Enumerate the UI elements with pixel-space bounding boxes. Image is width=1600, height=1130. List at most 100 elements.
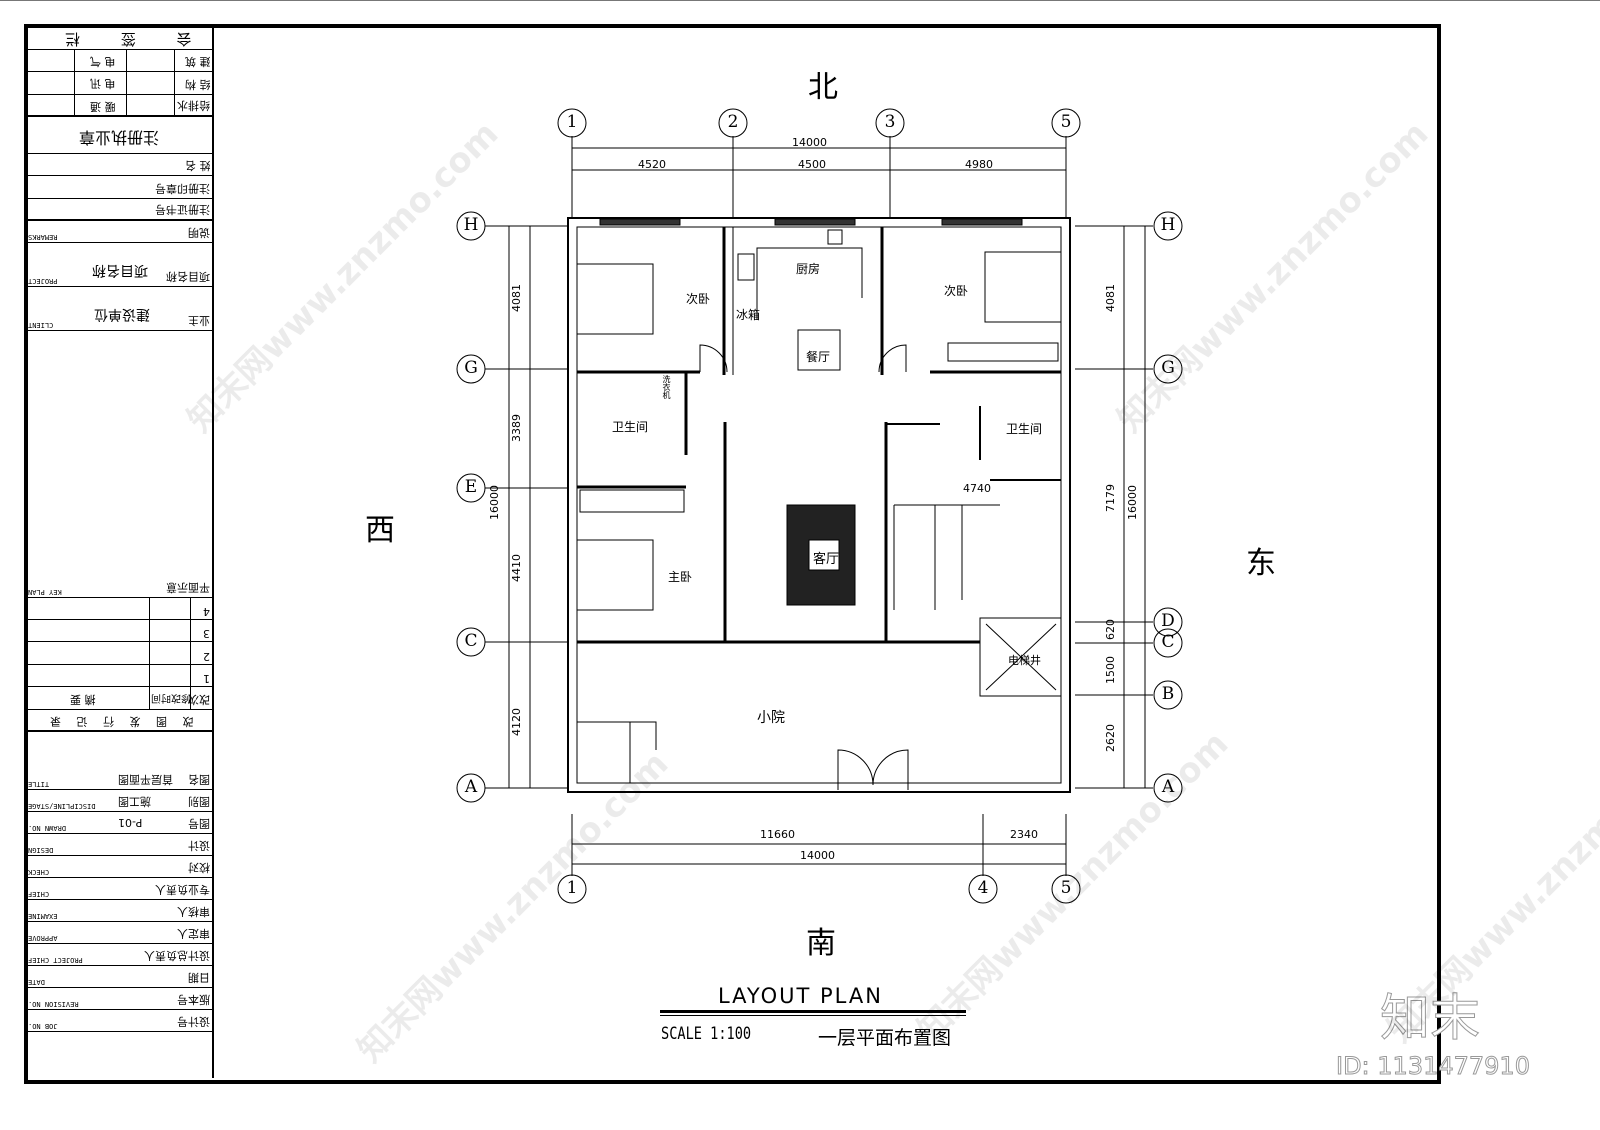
axis-label: C [464,631,478,651]
room-courtyard: 小院 [757,710,785,726]
remarks-row: 说明 REMARKS [26,221,212,243]
dim-right-seg: 620 [1104,619,1117,640]
title-underline [660,1010,966,1013]
client-label: 业主 [188,314,210,327]
info-label: 审定人 [177,927,210,940]
info-label: 设计号 [177,1015,210,1028]
countersign-label: 结 构 [184,78,211,91]
dim-left-seg: 3389 [510,414,523,442]
axis-label: C [1161,632,1175,652]
key-plan-en-label: KEY PLAN [28,588,62,596]
room-bath-w: 卫生间 [612,420,649,434]
plan-scale: SCALE 1:100 [661,1024,752,1044]
project-label: 项目名称 [166,270,210,283]
info-label: 设计总负责人 [144,949,210,962]
info-row: 日期 DATE [26,966,212,988]
axis-label: 4 [977,878,989,898]
info-row: 校对 CHECK [26,856,212,878]
axis-label: 3 [884,112,896,132]
revision-row: 2 [26,642,212,665]
info-en-label: DISCIPLINE/STAGE [28,802,96,810]
dim-right-seg: 7179 [1104,484,1117,512]
countersign-label: 暖 通 [90,100,116,113]
seal-row: 姓 名 [26,154,212,176]
axis-label: H [1160,215,1176,235]
watermark-id: ID: 1131477910 [1336,1052,1531,1081]
title-block: 会 签 栏 建 筑 电 气 结 构 电 讯 给排水 暖 通 注册执业章 姓 名 … [26,26,214,1078]
info-en-label: DATE [28,978,45,986]
info-en-label: TITLE [28,780,50,788]
drawing-frame [24,24,1441,1084]
seal-label: 注册印章号 [155,182,210,195]
countersign-label: 电 气 [90,55,116,68]
room-master-bedroom: 主卧 [668,570,693,584]
axis-label: A [464,777,478,797]
dim-right-seg: 4081 [1104,284,1117,312]
revision-no-header: 改次 [188,693,210,706]
revision-title-row: 改 图 发 行 记 录 [26,710,212,732]
dim-bottom-seg: 2340 [1010,828,1038,841]
countersign-row: 建 筑 电 气 [26,50,212,72]
info-label: 审核人 [177,905,210,918]
axis-label: H [463,215,479,235]
countersign-title: 会 签 栏 [46,30,192,48]
info-en-label: CHIEF [28,890,50,898]
dim-right-total: 16000 [1126,485,1139,520]
compass-east: 东 [1246,546,1276,581]
dim-bottom-seg: 11660 [760,828,795,841]
axis-label: A [1161,777,1175,797]
axis-label: D [1161,611,1175,631]
seal-label: 注册证书号 [155,203,210,216]
countersign-label: 电 讯 [90,77,116,90]
info-en-label: PROJECT CHIEF [28,956,83,964]
info-label: 专业负责人 [155,883,210,896]
dim-top-seg: 4500 [798,158,826,171]
key-plan-label: 平面示意 [166,581,210,594]
dim-stair-width: 4740 [963,482,991,495]
revision-time-header: 修改时间 [151,692,191,703]
axis-label: E [464,477,478,497]
compass-south: 南 [806,926,836,961]
compass-west: 西 [365,513,395,548]
info-en-label: DESIGN [28,846,54,854]
info-row: 设计 DESIGN [26,834,212,856]
axis-label: 2 [727,112,739,132]
dim-bottom-total: 14000 [800,849,835,862]
axis-label: 1 [566,112,578,132]
revision-row: 4 [26,598,212,620]
remarks-en-label: REMARKS [28,233,58,241]
axis-label: G [464,358,478,378]
dim-left-seg: 4081 [510,284,523,312]
info-label: 版本号 [177,993,210,1006]
seal-title-row: 注册执业章 [26,117,212,154]
room-dining: 餐厅 [806,350,831,364]
revision-number: 3 [203,627,210,640]
info-value: P-01 [118,816,143,829]
dim-left-seg: 4410 [510,554,523,582]
seal-title: 注册执业章 [78,128,159,147]
dim-right-seg: 2620 [1104,724,1117,752]
plan-title: LAYOUT PLAN [718,984,883,1008]
compass-north: 北 [808,70,838,105]
project-value: 项目名称 [92,262,148,278]
revision-number: 4 [203,605,210,618]
info-label: 日期 [188,971,210,984]
info-row: 设计总负责人 PROJECT CHIEF [26,944,212,966]
countersign-label: 建 筑 [184,55,211,68]
remarks-label: 说明 [188,226,210,239]
room-elevator: 电梯井 [1008,654,1041,667]
info-label: 校对 [188,861,210,874]
info-label: 图名 [188,773,210,786]
dim-left-seg: 4120 [510,708,523,736]
info-label: 设计 [188,839,210,852]
dim-left-total: 16000 [488,485,501,520]
info-row: 专业负责人 CHIEF [26,878,212,900]
info-en-label: CHECK [28,868,50,876]
room-bath-e: 卫生间 [1006,422,1043,436]
revision-number: 2 [203,650,210,663]
